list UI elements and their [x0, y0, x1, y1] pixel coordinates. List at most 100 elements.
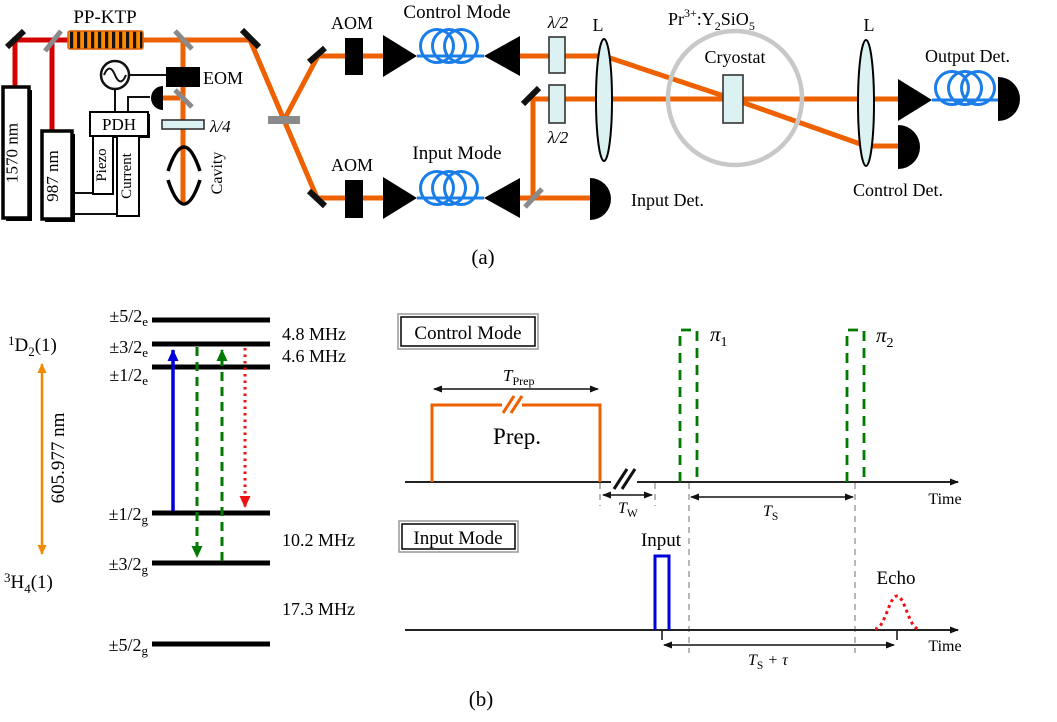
laser-987-box: 987 nm: [40, 129, 75, 222]
pdh-lock-module: PDH Piezo Current: [89, 111, 150, 217]
monitor-detector-icon: [151, 86, 163, 110]
cavity-mirror-top: [166, 145, 202, 172]
coupler-icon: [484, 178, 520, 218]
input-detector-icon: [590, 178, 611, 220]
fiber-coil-output: [934, 70, 970, 106]
level-e12-label: ±1/2e: [109, 365, 148, 388]
beamsplitter-icon: [173, 29, 194, 51]
input-pulse-label: Input: [641, 530, 682, 551]
pr-crystal: [722, 74, 744, 124]
half-wave-plates: λ/2 λ/2: [547, 13, 569, 147]
laser-1570-label: 1570 nm: [3, 123, 22, 183]
input-mode-fiber-label: Input Mode: [412, 143, 501, 164]
lenses: L L: [593, 15, 875, 167]
coupler-icon: [484, 36, 520, 76]
current-box: [116, 135, 140, 217]
prep-break-slash: [509, 395, 524, 414]
control-detector-icon: [898, 125, 920, 169]
piezo-box: [92, 135, 114, 195]
optical-fibers: [417, 28, 998, 206]
pdh-label: PDH: [102, 115, 136, 134]
level-g52-label: ±5/2g: [109, 635, 149, 658]
aom-control: AOM: [331, 13, 373, 75]
coupler-icon: [898, 79, 932, 121]
control-mode-label: Control Mode: [414, 323, 521, 344]
pi2-pulse: [845, 328, 866, 482]
t-s-tau-label: TS + τ: [748, 652, 789, 672]
cavity: Cavity: [166, 145, 226, 206]
control-det-label: Control Det.: [853, 180, 943, 200]
half-wave-control: [548, 36, 566, 74]
sine-wave-icon: [103, 67, 127, 83]
quarter-wave-plate: λ/4: [161, 117, 231, 136]
current-label: Current: [119, 152, 135, 199]
input-pulse: [653, 554, 671, 630]
cryostat-label: Cryostat: [705, 47, 766, 67]
piezo-label: Piezo: [94, 148, 110, 181]
eom-box: [166, 67, 200, 87]
coupler-icon: [383, 35, 417, 77]
caption-a: (a): [471, 245, 494, 269]
time-guides: [599, 483, 856, 653]
t-w-label: TW: [618, 500, 638, 520]
panel-b-energy-levels: ±5/2e ±3/2e ±1/2e ±1/2g ±3/2g ±5/2g 4.8 …: [4, 306, 355, 658]
mirror-icon: [4, 28, 27, 50]
wavelength-label: 605.977 nm: [48, 412, 69, 503]
half-wave-signal: [548, 84, 566, 124]
beamsplitter-icon: [43, 29, 63, 53]
pp-ktp-crystal: PP-KTP: [67, 7, 144, 50]
axis-break-slash: [612, 468, 629, 490]
coupler-icon: [383, 177, 417, 219]
level-g32-label: ±3/2g: [109, 554, 149, 577]
mirror-icon: [307, 45, 327, 65]
detectors: [590, 77, 1020, 220]
splitting-e-upper: 4.8 MHz: [282, 324, 346, 344]
level-g12-label: ±1/2g: [109, 504, 149, 527]
input-det-label: Input Det.: [631, 190, 704, 210]
laser-1570-box: 1570 nm: [1, 85, 32, 221]
prep-label: Prep.: [493, 424, 541, 449]
panel-b-pulse-sequence: Time Control Mode Prep. TPrep TW π1 π2 T…: [397, 313, 962, 711]
laser-987-label: 987 nm: [43, 150, 62, 201]
aom-input-label: AOM: [331, 155, 373, 175]
t-s-label: TS: [763, 503, 778, 523]
cavity-mirror-bottom: [166, 179, 202, 206]
beamsplitter-icon: [523, 187, 544, 209]
mirror-icon: [520, 85, 542, 107]
term-upper-label: 1D2(1): [8, 333, 57, 359]
cryostat-ring: [665, 28, 805, 168]
mirrors: [4, 27, 542, 209]
echo-label: Echo: [876, 568, 915, 589]
cryostat: Cryostat Pr3+:Y2SiO5: [665, 6, 805, 168]
input-mode-label: Input Mode: [413, 528, 502, 549]
beamsplitters: [43, 29, 544, 209]
axis-break-slash: [620, 468, 637, 490]
electronic-wires: [72, 74, 166, 215]
aom-input: AOM: [331, 155, 373, 218]
input-time-label: Time: [928, 638, 961, 655]
level-lines: [152, 317, 270, 647]
eom-label: EOM: [203, 68, 243, 88]
output-detector-icon: [998, 77, 1020, 121]
eom-module: EOM: [99, 59, 243, 110]
t-prep-label: TPrep: [503, 366, 534, 388]
lens-right-icon: [857, 39, 875, 167]
control-mode-fiber-label: Control Mode: [403, 2, 510, 23]
beamsplitter-icon: [173, 88, 194, 109]
lens-left-icon: [595, 38, 613, 162]
term-lower-label: 3H4(1): [4, 570, 53, 596]
fiber-coil-control: [419, 28, 455, 64]
control-mode-box: Control Mode: [397, 313, 539, 350]
control-time-label: Time: [928, 491, 961, 508]
crystal-material-label: Pr3+:Y2SiO5: [668, 6, 755, 33]
input-mode-box: Input Mode: [398, 520, 519, 553]
cavity-label: Cavity: [209, 152, 226, 195]
pi1-pulse: [678, 328, 699, 482]
pi1-label: π1: [710, 322, 728, 350]
lens-left-label: L: [593, 15, 604, 35]
prep-break-slash: [501, 395, 516, 414]
mirror-icon: [306, 188, 328, 209]
half-wave-signal-label: λ/2: [547, 128, 569, 147]
